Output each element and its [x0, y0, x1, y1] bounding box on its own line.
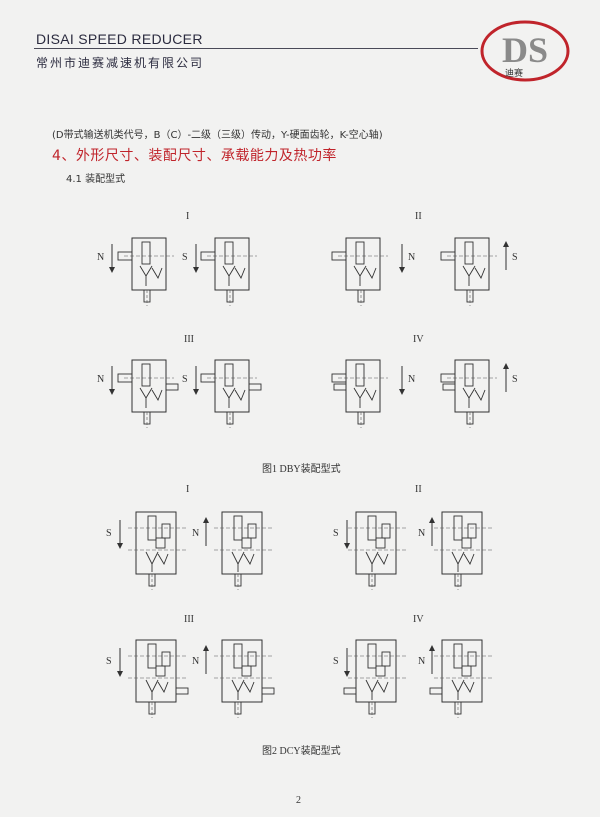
fig2-g3-s-label: S	[106, 656, 112, 667]
fig2-g3-n-label: N	[192, 656, 200, 667]
fig1-g2-s-label: S	[512, 252, 518, 263]
fig2-group-label-1: I	[186, 484, 190, 495]
fig2-g2-unit-b	[433, 511, 493, 591]
fig1-g4-unit-b	[440, 359, 498, 429]
brand-english-name: DISAI SPEED REDUCER	[36, 31, 203, 47]
figure2-caption: 图2 DCY装配型式	[262, 746, 341, 757]
fig1-g1-unit-a	[117, 237, 175, 307]
fig1-group-label-1: I	[186, 211, 190, 222]
fig1-g4-unit-a	[331, 359, 389, 429]
fig2-g1-unit-a	[127, 511, 187, 591]
fig1-g1-n-label: N	[97, 252, 105, 263]
fig1-g3-unit-b	[200, 359, 258, 429]
fig1-g1-unit-b	[200, 237, 258, 307]
fig1-group-label-2: II	[415, 211, 422, 222]
fig2-g4-n-label: N	[418, 656, 426, 667]
fig2-group-label-4: IV	[413, 614, 424, 625]
header-divider	[34, 48, 478, 49]
fig1-g3-s-label: S	[182, 374, 188, 385]
fig2-group-label-2: II	[415, 484, 422, 495]
fig1-g2-unit-a	[331, 237, 389, 307]
fig2-g1-unit-b	[213, 511, 273, 591]
fig2-g3-unit-b	[213, 639, 273, 719]
logo-chinese: 迪赛	[505, 67, 523, 79]
fig2-g3-unit-a	[127, 639, 187, 719]
fig1-g1-s-label: S	[182, 252, 188, 263]
fig1-group-label-3: III	[184, 334, 194, 345]
fig2-g4-unit-a	[347, 639, 407, 719]
fig2-g2-n-label: N	[418, 528, 426, 539]
fig1-g3-unit-a	[117, 359, 175, 429]
fig2-group-label-3: III	[184, 614, 194, 625]
code-explanation-note: (D带式输送机类代号，B（C）-二级（三级）传动，Y-硬面齿轮，K-空心轴)	[52, 130, 383, 141]
figure1-caption: 图1 DBY装配型式	[262, 464, 341, 475]
fig1-group-label-4: IV	[413, 334, 424, 345]
page-number: 2	[296, 795, 301, 806]
fig2-g2-s-label: S	[333, 528, 339, 539]
fig2-g1-s-label: S	[106, 528, 112, 539]
fig1-g4-s-label: S	[512, 374, 518, 385]
fig2-g4-unit-b	[433, 639, 493, 719]
fig1-g2-unit-b	[440, 237, 498, 307]
fig2-g4-s-label: S	[333, 656, 339, 667]
disai-logo: DS 迪赛	[480, 20, 570, 82]
fig1-g2-n-label: N	[408, 252, 416, 263]
brand-chinese-name: 常州市迪赛减速机有限公司	[36, 56, 205, 70]
fig2-g1-n-label: N	[192, 528, 200, 539]
section-title: 4、外形尺寸、装配尺寸、承载能力及热功率	[52, 148, 337, 164]
fig2-g2-unit-a	[347, 511, 407, 591]
logo-letters: DS	[502, 30, 548, 70]
fig1-g3-n-label: N	[97, 374, 105, 385]
subsection-title: 4.1 装配型式	[66, 174, 126, 185]
fig1-g4-n-label: N	[408, 374, 416, 385]
